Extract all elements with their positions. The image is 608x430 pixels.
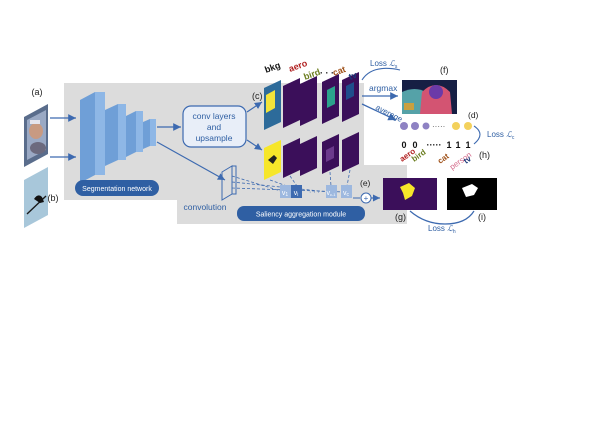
segmentation-network-blocks — [80, 92, 156, 183]
label-value: ····· — [427, 140, 442, 150]
label-b: (b) — [48, 193, 59, 203]
segmentation-result-f — [402, 80, 457, 114]
saliency-aggregation-badge — [237, 206, 365, 221]
vector-boxes — [280, 185, 352, 198]
saliency-map-stack — [264, 132, 359, 180]
conv-layers-box — [182, 105, 247, 148]
loss-s: Loss ℒs — [370, 59, 398, 70]
sum-symbol: + — [364, 194, 369, 203]
class-label-tv: tv — [347, 70, 358, 82]
conv-layers-label-1: conv layers — [193, 111, 236, 121]
loss-h: Loss ℒh — [428, 224, 456, 235]
score-map-stack — [264, 72, 359, 130]
class-label-bkg: bkg — [263, 60, 281, 75]
vector-vc: vc — [343, 190, 350, 198]
label-value: 0 — [401, 140, 406, 150]
segmentation-network-badge — [75, 180, 159, 196]
class-label-cat: cat — [331, 64, 347, 78]
vector-v1: v1 — [282, 190, 289, 198]
label-g: (g) — [395, 212, 406, 222]
label-c: (c) — [252, 91, 263, 101]
saliency-aggregation-label: Saliency aggregation module — [256, 212, 346, 219]
label-value: 0 — [412, 140, 417, 150]
label-name: tv — [462, 154, 473, 166]
label-value: 1 — [455, 140, 460, 150]
label-f: (f) — [440, 65, 449, 75]
svg-text:·····: ····· — [432, 122, 445, 131]
vector-dots: · · · — [309, 189, 320, 196]
label-h: (h) — [479, 150, 490, 160]
conv-layers-label-3: upsample — [196, 133, 233, 143]
label-d: (d) — [468, 110, 479, 120]
saliency-highlight — [400, 183, 415, 200]
class-label-dots: · · · — [320, 68, 334, 78]
segmentation-network-label: Segmentation network — [82, 186, 152, 193]
label-e: (e) — [360, 178, 371, 188]
input-image-b — [24, 167, 48, 228]
label-value: 1 — [446, 140, 451, 150]
class-score-dots: ····· — [400, 122, 472, 131]
image-level-labels: 0 0 ····· 1 1 1 aero bird cat person tv — [398, 140, 473, 172]
label-value: 1 — [465, 140, 470, 150]
vector-vc1: vc-1 — [326, 190, 336, 197]
input-image-a — [24, 104, 48, 167]
loss-c: Loss ℒc — [487, 130, 515, 141]
convolution-block — [221, 165, 237, 201]
average-label: average — [374, 103, 404, 124]
vector-vi: vi — [294, 190, 299, 198]
conv-layers-label-2: and — [207, 122, 221, 132]
argmax-label: argmax — [369, 83, 398, 93]
label-a: (a) — [32, 87, 43, 97]
ground-truth-mask — [462, 184, 478, 197]
label-i: (i) — [478, 212, 486, 222]
convolution-label: convolution — [183, 202, 226, 212]
